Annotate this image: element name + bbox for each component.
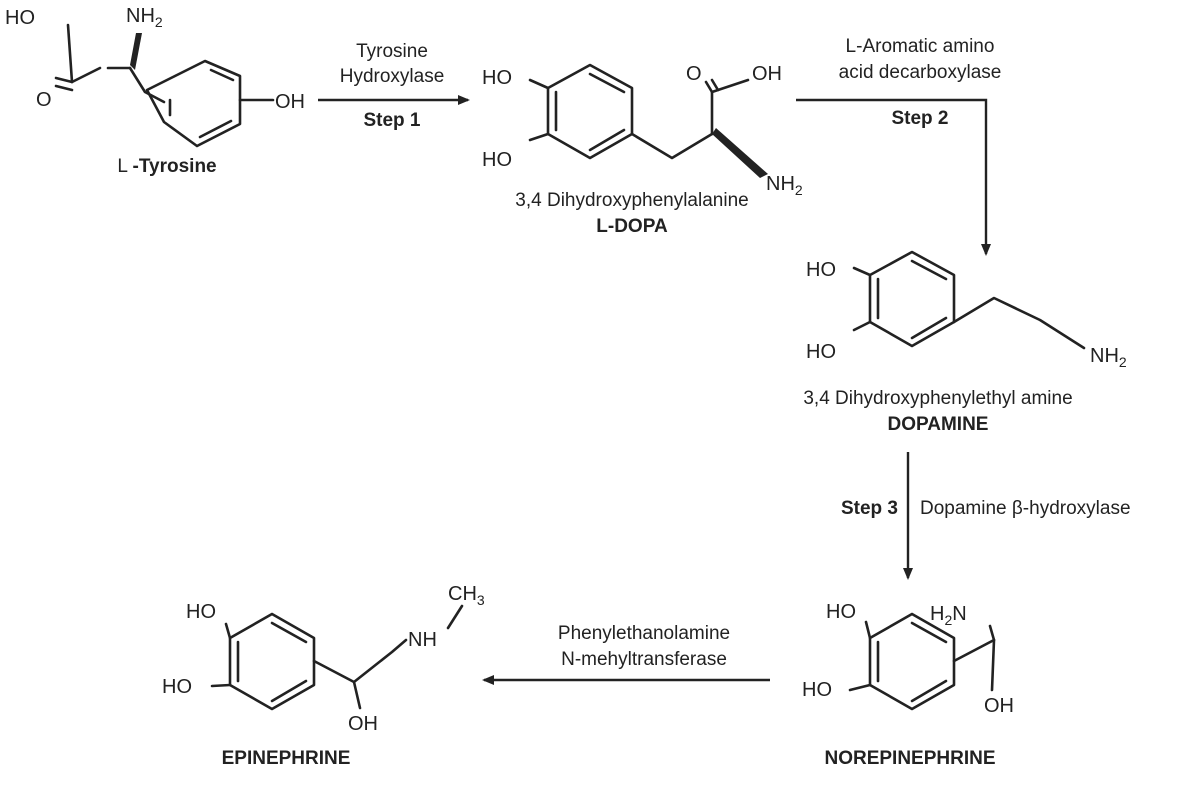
- tyrosine-o-label: O: [36, 89, 52, 111]
- l-dopa-nh2-n: NH: [766, 173, 795, 195]
- step-2-label: Step 2: [891, 108, 948, 129]
- norepinephrine-h2n-label: H2N: [930, 603, 967, 628]
- step-3: Step 3 Dopamine β-hydroxylase: [841, 452, 1131, 580]
- step-1-enzyme-line2: Hydroxylase: [340, 66, 445, 87]
- epinephrine-ch3-label: CH3: [448, 583, 485, 608]
- epinephrine-ch3-sub: 3: [477, 592, 485, 608]
- dopamine-ho-top: HO: [806, 259, 836, 281]
- step-2: L-Aromatic amino acid decarboxylase Step…: [796, 36, 1002, 256]
- dopamine-name: DOPAMINE: [888, 414, 989, 435]
- dopamine-bonds: [852, 250, 1086, 350]
- step-4-enzyme-line1: Phenylethanolamine: [558, 623, 730, 644]
- l-dopa-full-name: 3,4 Dihydroxyphenylalanine: [515, 190, 748, 211]
- step-1: Tyrosine Hydroxylase Step 1: [318, 41, 470, 131]
- norepinephrine-h2n-sub: 2: [944, 612, 952, 628]
- dopamine-ho-bottom: HO: [806, 341, 836, 363]
- step-1-enzyme-line1: Tyrosine: [356, 41, 428, 62]
- step-2-enzyme-line2: acid decarboxylase: [839, 62, 1002, 83]
- l-dopa-bonds: [528, 63, 768, 178]
- tyrosine-nh2-n: NH: [126, 5, 155, 27]
- tyrosine-oh-label: OH: [275, 91, 305, 113]
- norepinephrine-ho-bottom: HO: [802, 679, 832, 701]
- dopamine-nh2-sub: 2: [1119, 354, 1127, 370]
- molecule-norepinephrine: HO HO H2N OH NOREPINEPHRINE: [802, 601, 1014, 769]
- tyrosine-name-text: -Tyrosine: [133, 156, 217, 177]
- step-4: Phenylethanolamine N-mehyltransferase: [482, 623, 770, 685]
- l-dopa-nh2-sub: 2: [795, 182, 803, 198]
- norepinephrine-oh-label: OH: [984, 695, 1014, 717]
- tyrosine-name: L -Tyrosine: [117, 156, 216, 177]
- molecule-l-tyrosine: HO NH2 O OH L -Tyrosine: [5, 5, 305, 177]
- l-dopa-oh-label: OH: [752, 63, 782, 85]
- dopamine-full-name: 3,4 Dihydroxyphenylethyl amine: [803, 388, 1072, 409]
- tyrosine-bonds: [54, 23, 275, 148]
- molecule-l-dopa: HO HO O OH NH2 3,4 Dihydroxyphenylalanin…: [482, 63, 803, 237]
- tyrosine-ho-label: HO: [5, 7, 35, 29]
- step-2-enzyme-line1: L-Aromatic amino: [846, 36, 995, 57]
- norepinephrine-bonds: [848, 612, 996, 711]
- epinephrine-nh-label: NH: [408, 629, 437, 651]
- norepinephrine-ho-top: HO: [826, 601, 856, 623]
- l-dopa-ho-top: HO: [482, 67, 512, 89]
- dopamine-nh2-n: NH: [1090, 345, 1119, 367]
- molecule-epinephrine: HO HO NH CH3 OH EPINEPHRINE: [162, 583, 485, 769]
- norepinephrine-h2n-h: H: [930, 603, 944, 625]
- step-3-enzyme: Dopamine β-hydroxylase: [920, 498, 1131, 519]
- epinephrine-bonds: [210, 604, 464, 711]
- step-2-arrow: [796, 98, 991, 256]
- epinephrine-ho-top: HO: [186, 601, 216, 623]
- l-dopa-o-label: O: [686, 63, 702, 85]
- tyrosine-nh2-label: NH2: [126, 5, 163, 30]
- step-3-label: Step 3: [841, 498, 898, 519]
- norepinephrine-h2n-n: N: [952, 603, 966, 625]
- epinephrine-ho-bottom: HO: [162, 676, 192, 698]
- epinephrine-oh-label: OH: [348, 713, 378, 735]
- tyrosine-prefix: L: [117, 156, 132, 177]
- step-1-label: Step 1: [363, 110, 420, 131]
- molecule-dopamine: HO HO NH2 3,4 Dihydroxyphenylethyl amine…: [803, 250, 1127, 435]
- l-dopa-name: L-DOPA: [596, 216, 668, 237]
- norepinephrine-name: NOREPINEPHRINE: [824, 748, 995, 769]
- epinephrine-name: EPINEPHRINE: [222, 748, 351, 769]
- tyrosine-nh2-sub: 2: [155, 14, 163, 30]
- epinephrine-ch3-c: CH: [448, 583, 477, 605]
- l-dopa-nh2-label: NH2: [766, 173, 803, 198]
- step-4-enzyme-line2: N-mehyltransferase: [561, 649, 727, 670]
- l-dopa-ho-bottom: HO: [482, 149, 512, 171]
- dopamine-nh2-label: NH2: [1090, 345, 1127, 370]
